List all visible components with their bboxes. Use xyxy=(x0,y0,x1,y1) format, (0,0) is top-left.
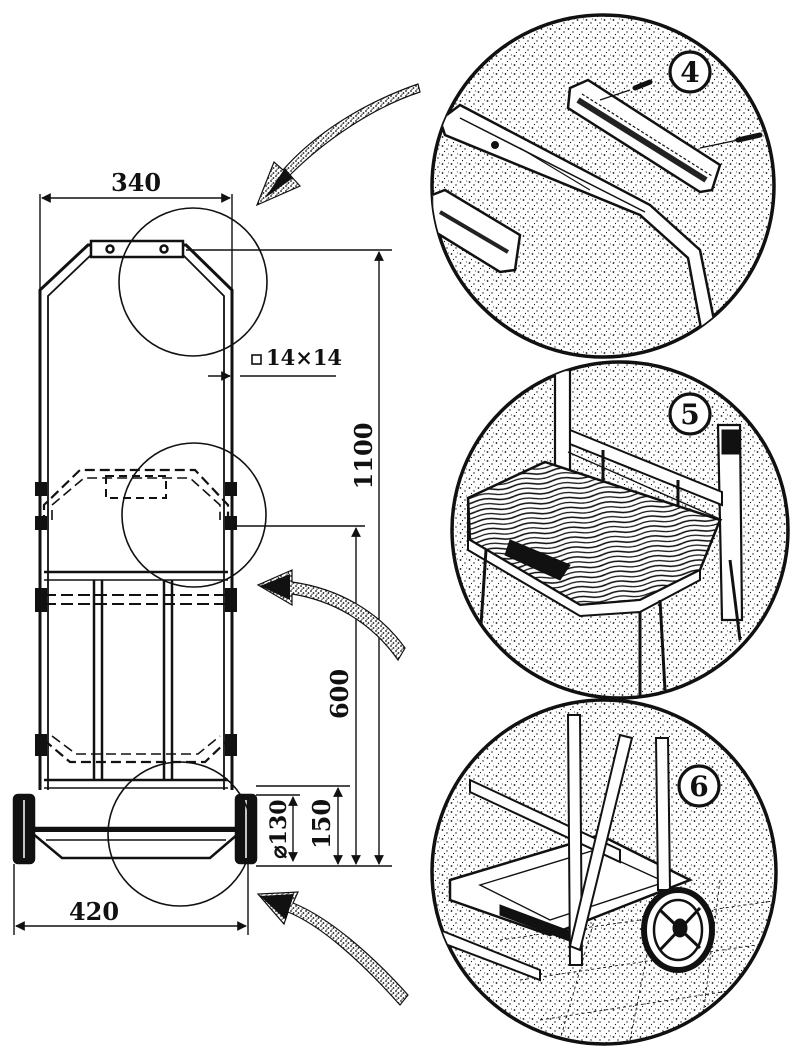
dim-wheel-diameter: ⌀130 xyxy=(266,799,292,858)
detail-circle-4 xyxy=(118,207,268,357)
callout-arrow-4 xyxy=(255,83,421,207)
dim-platform-height: 600 xyxy=(325,669,354,719)
detail-circle-6 xyxy=(107,761,253,907)
detail-6-badge xyxy=(677,764,721,808)
detail-circle-5 xyxy=(121,442,267,588)
callout-arrow-5 xyxy=(256,569,406,662)
dim-axle-height: 150 xyxy=(307,799,336,849)
detail-6-label: 6 xyxy=(689,770,708,803)
dim-top-width: 340 xyxy=(111,168,161,197)
dimension-labels: 340 14×14 1100 600 150 ⌀130 420 xyxy=(69,168,378,926)
dimension-lines xyxy=(13,193,392,935)
detail-4-badge xyxy=(668,50,712,94)
detail-5-badge xyxy=(668,392,712,436)
cart-elevation xyxy=(12,207,268,907)
detail-4-label: 4 xyxy=(680,56,699,89)
dim-base-width: 420 xyxy=(69,897,119,926)
hinge-blocks xyxy=(35,482,237,756)
detail-6-view: 6 xyxy=(430,698,778,1046)
square-section-icon xyxy=(251,354,262,365)
callout-arrows xyxy=(255,83,421,1006)
detail-4-view: 4 xyxy=(430,13,776,359)
detail-5-label: 5 xyxy=(680,398,699,431)
detail-5-view: 5 xyxy=(450,360,790,700)
dim-total-height: 1100 xyxy=(349,423,378,490)
dim-tube-section: 14×14 xyxy=(266,345,342,370)
